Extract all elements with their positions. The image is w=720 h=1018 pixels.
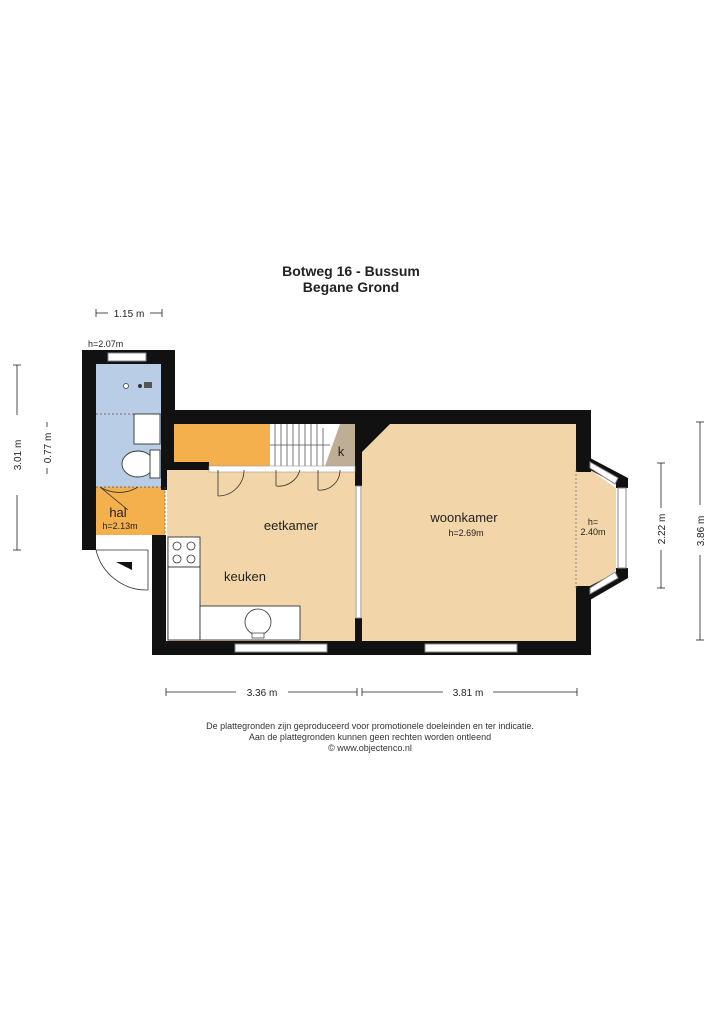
plan-title: Botweg 16 - Bussum	[282, 263, 420, 279]
dim-left-small: 0.77 m	[43, 422, 54, 474]
window-bottom-right	[424, 643, 518, 653]
counter-left	[167, 566, 201, 641]
woonkamer-label: woonkamer	[429, 510, 498, 525]
toilet-height: h=2.07m	[88, 339, 123, 349]
dim-bottom-right: 3.81 m	[361, 688, 578, 699]
woonkamer-floor	[362, 424, 576, 641]
door-corridor-2	[275, 469, 301, 487]
woonkamer-height: h=2.69m	[448, 528, 483, 538]
wall-bottom	[152, 641, 591, 655]
sink-icon	[244, 608, 272, 636]
svg-text:1.15 m: 1.15 m	[114, 309, 145, 320]
door-corridor-3	[317, 469, 341, 491]
svg-text:0.77 m: 0.77 m	[43, 433, 54, 464]
corridor-divider	[208, 465, 356, 473]
wall-toilet-right	[161, 350, 175, 410]
kast-label: k	[338, 444, 345, 459]
window-bay-front	[617, 487, 627, 569]
door-hal	[99, 486, 139, 511]
dim-left-height: 3.01 m	[13, 364, 24, 551]
hal-label: hal	[109, 505, 126, 520]
bay-floor	[576, 470, 616, 588]
svg-text:3.86 m: 3.86 m	[696, 516, 707, 547]
svg-text:3.81 m: 3.81 m	[453, 688, 484, 699]
wall-left-lower	[152, 550, 166, 655]
front-door-step-icon	[116, 562, 132, 570]
wall-interior-middle-low	[355, 618, 362, 641]
wall-bay-front-bottom	[616, 568, 628, 578]
eetkamer-floor	[167, 472, 355, 641]
keuken-label: keuken	[224, 569, 266, 584]
plan-subtitle: Begane Grond	[303, 279, 399, 295]
window-bottom-left	[234, 643, 328, 653]
door-corridor-1	[217, 469, 245, 497]
window-bay-bottom	[589, 571, 619, 595]
toilet-fixtures	[121, 382, 161, 479]
window-bay-top	[589, 461, 619, 485]
wall-corner-triangle	[362, 424, 390, 452]
wall-right-upper	[576, 410, 591, 472]
eetkamer-label: eetkamer	[264, 518, 319, 533]
window-toilet	[107, 352, 147, 362]
stove-icon	[167, 536, 201, 568]
footer-line-2: Aan de plattegronden kunnen geen rechten…	[249, 732, 491, 742]
stairs	[270, 424, 330, 466]
wall-hal-bottom	[82, 535, 96, 550]
wall-interior-middle	[355, 424, 362, 486]
wall-inner-hall-bottom	[165, 462, 209, 470]
dim-bottom-left: 3.36 m	[165, 688, 358, 699]
wall-bay-front-top	[616, 478, 628, 488]
svg-text:3.36 m: 3.36 m	[247, 688, 278, 699]
inner-hall-floor	[174, 424, 270, 466]
hal-height: h=2.13m	[102, 521, 137, 531]
window-middle-wall	[355, 485, 362, 619]
footer-line-3: © www.objectenco.nl	[328, 743, 412, 753]
dim-right-total: 3.86 m	[696, 421, 707, 641]
svg-text:3.01 m: 3.01 m	[13, 440, 24, 471]
svg-text:2.22 m: 2.22 m	[657, 514, 668, 545]
bay-height-label: h=	[588, 517, 598, 527]
kast-floor	[325, 424, 355, 466]
wall-toilet-left	[82, 350, 96, 550]
wall-top	[161, 410, 591, 424]
wall-right-lower	[576, 586, 591, 655]
wall-hal-corner	[152, 535, 166, 550]
kitchen-fixtures	[167, 536, 301, 641]
wall-toilet-divider	[161, 410, 167, 490]
door-front	[95, 549, 149, 591]
dim-right-small: 2.22 m	[657, 462, 668, 589]
footer-line-1: De plattegronden zijn geproduceerd voor …	[206, 721, 534, 731]
dim-top-width: 1.15 m	[95, 309, 163, 320]
bay-height-value: 2.40m	[580, 527, 605, 537]
hal-floor	[96, 487, 165, 535]
